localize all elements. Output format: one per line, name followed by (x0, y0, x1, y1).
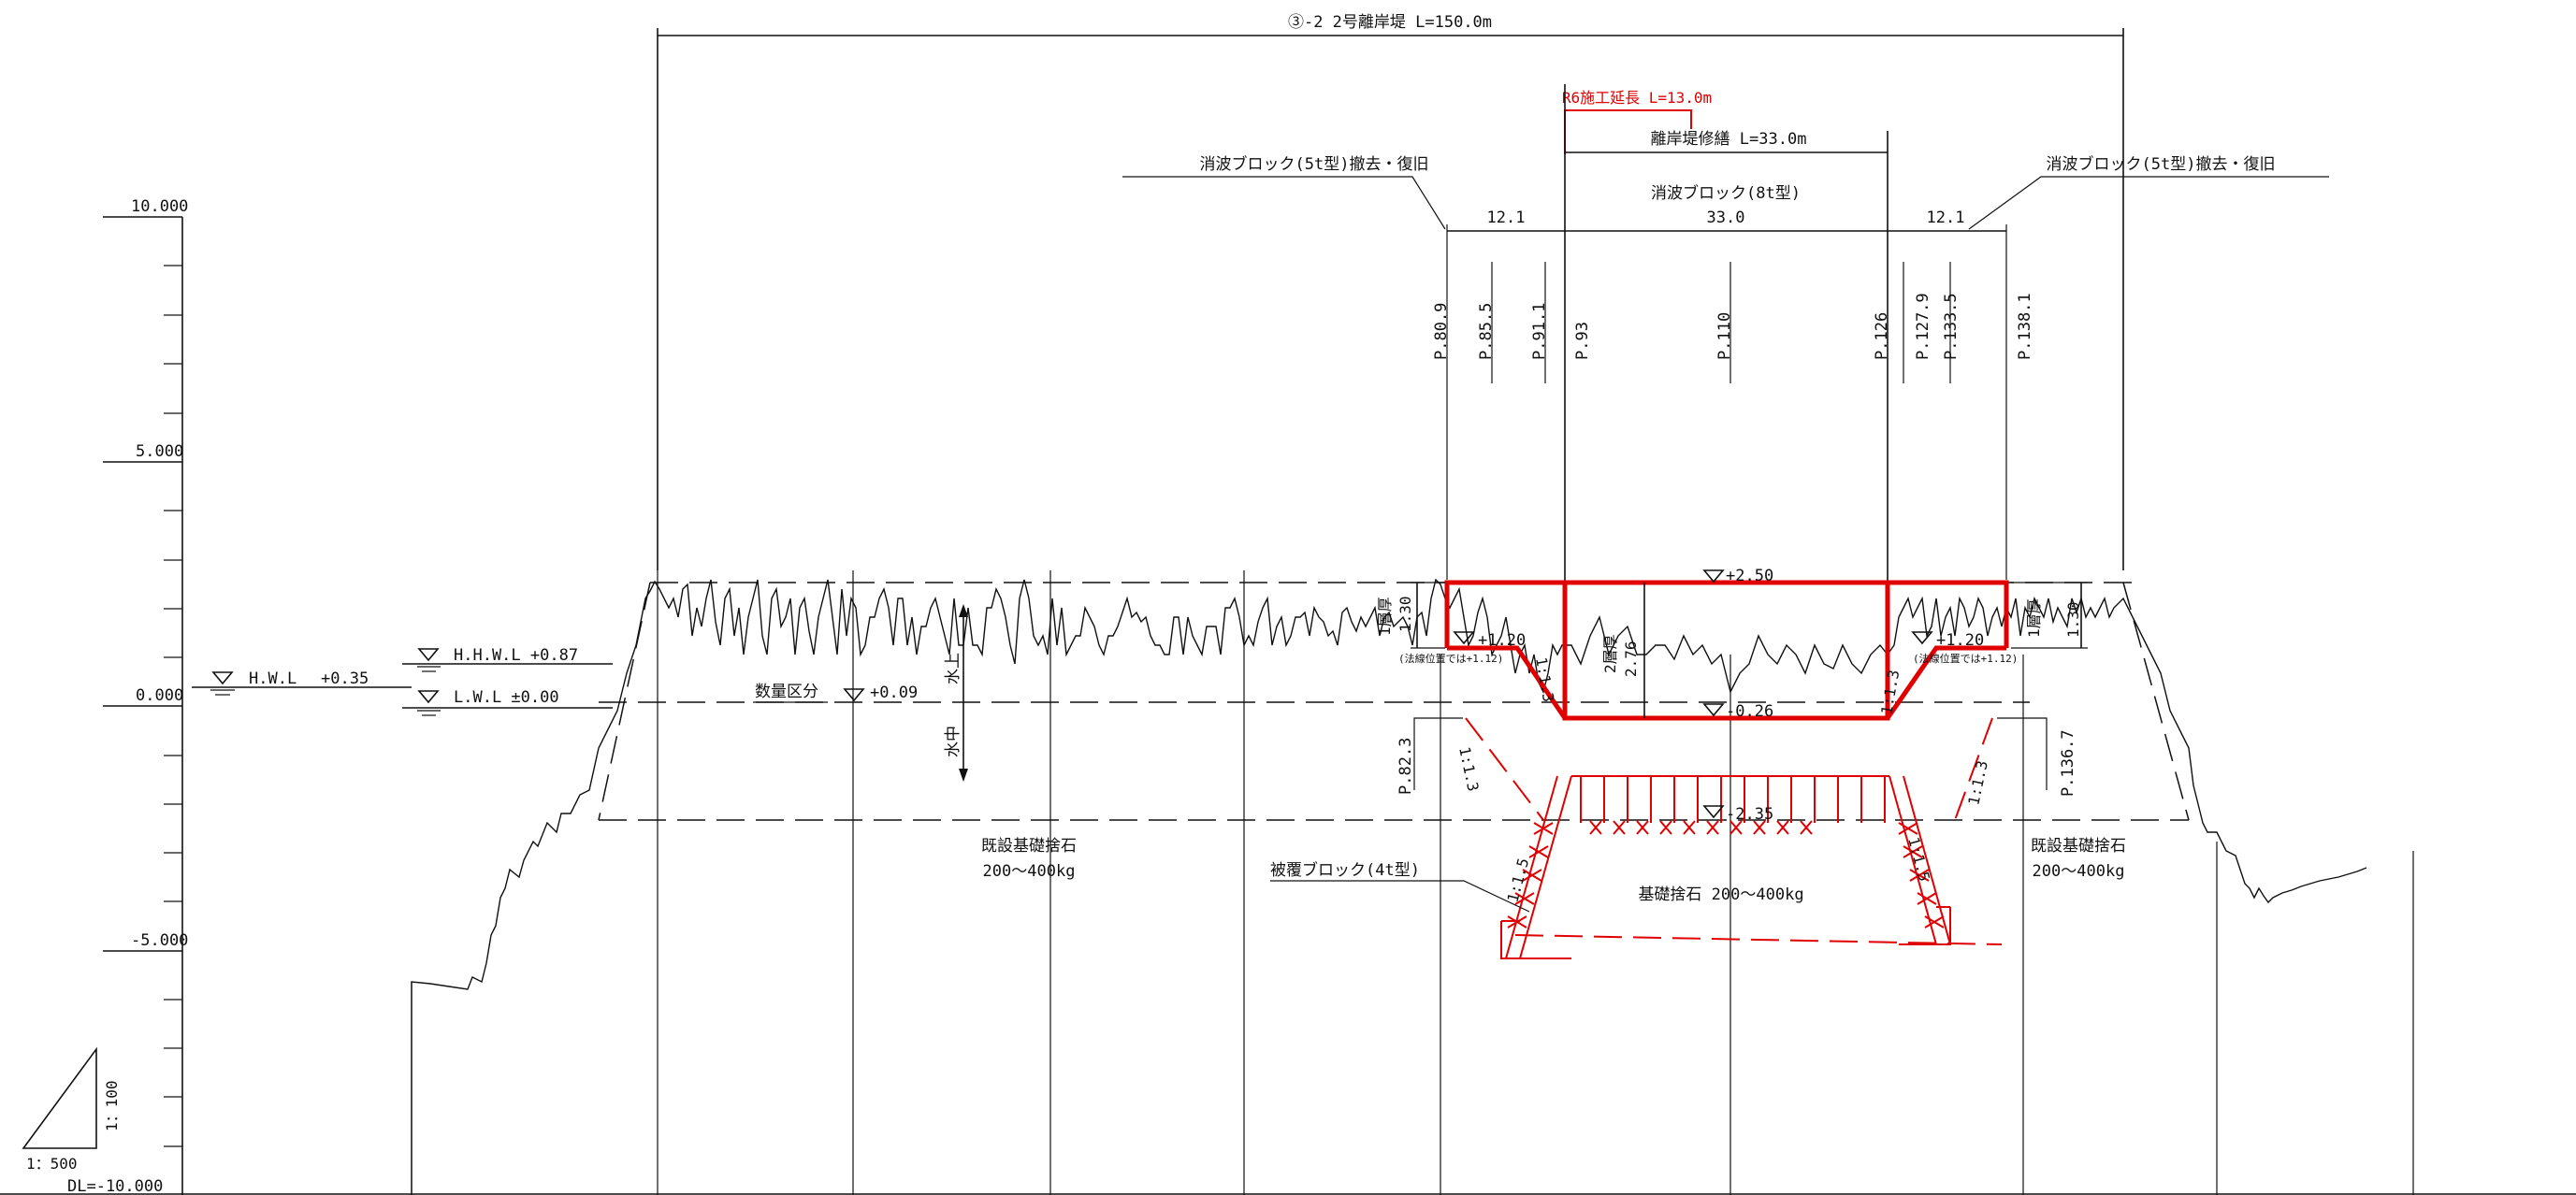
base-triangle-icon (1702, 805, 1725, 819)
cover-block-label: 被覆ブロック(4t型) (1270, 860, 1420, 880)
left-red-slope (1465, 717, 1544, 821)
dim-center: 33.0 (1707, 209, 1745, 227)
right-block-leader (1968, 176, 2329, 230)
arrow-up-icon (959, 604, 968, 617)
left-block-label: 消波ブロック(5t型)撤去・復旧 (1200, 154, 1429, 174)
existing-rubble-right: 既設基礎捨石 (2031, 837, 2126, 856)
dim-left: 12.1 (1487, 209, 1526, 227)
station-label: P.133.5 (1942, 293, 1961, 360)
bottom-red-dash (1514, 934, 2003, 945)
axis-label: -5.000 (131, 931, 188, 950)
layer2-value: 2.76 (1622, 641, 1640, 677)
cover-block-leader (1270, 880, 1530, 913)
quantity-division-value: +0.09 (870, 684, 918, 702)
r6-label: R6施工延長 L=13.0m (1562, 89, 1712, 107)
below-water-label: 水中 (944, 726, 962, 757)
left-block-leader (1122, 176, 1446, 230)
scale-vertical: 1：100 (103, 1080, 121, 1131)
station-label: P.82.3 (1397, 738, 1415, 795)
right-shoulder (1885, 645, 2006, 720)
terrain-profile (411, 578, 2367, 1195)
elev-bottom: -0.26 (1726, 702, 1773, 721)
repair-section-outline (1444, 580, 2009, 721)
station-label: P.127.9 (1914, 293, 1932, 360)
axis-label: 5.000 (136, 442, 183, 461)
hhwl-label: H.H.W.L +0.87 (454, 646, 578, 665)
slope-label: 1:1.3 (1455, 745, 1483, 793)
station-lines (1446, 84, 2007, 720)
hwl-label: H.W.L (249, 669, 297, 688)
right-shoulder-triangle-icon (1911, 631, 1933, 645)
right-dashed-slope (2122, 582, 2190, 821)
station-label: P.126 (1873, 312, 1891, 360)
quantity-triangle-icon (843, 688, 865, 702)
base-rubble-label: 基礎捨石 200～400kg (1638, 885, 1803, 904)
left-dashed-slope (598, 582, 651, 821)
lwl-triangle-icon (417, 690, 440, 704)
rubble-weight-right: 200～400kg (2033, 862, 2125, 881)
layer2-label: 2層厚 (1601, 634, 1619, 673)
rubble-weight-left: 200～400kg (983, 862, 1076, 881)
lwl-label: L.W.L ±0.00 (454, 688, 559, 707)
elev-base: -2.35 (1726, 805, 1773, 824)
slope-label: 1:1.3 (1532, 655, 1557, 703)
title-label: ③-2 2号離岸堤 L=150.0m (1288, 13, 1492, 32)
dim-right: 12.1 (1927, 209, 1965, 227)
bottom-triangle-icon (1702, 703, 1725, 717)
slope-label: 1:1.3 (1877, 669, 1903, 716)
hwl-triangle-icon (211, 671, 234, 685)
station-label: P.93 (1573, 322, 1592, 360)
rubble-x-marks (1589, 820, 1813, 835)
repair-label: 離岸堤修繕 L=33.0m (1651, 130, 1807, 149)
lower-right-leader (1997, 717, 2048, 790)
elev-shoulder-left: +1.20 (1478, 631, 1526, 650)
right-block-label: 消波ブロック(5t型)撤去・復旧 (2047, 154, 2276, 174)
existing-rubble-left: 既設基礎捨石 (981, 837, 1077, 856)
layer1-left-value: 1.30 (1397, 596, 1414, 632)
hwl-value: +0.35 (321, 669, 369, 688)
right-red-slope (1954, 717, 1993, 821)
elev-shoulder-right: +1.20 (1936, 631, 1984, 650)
station-label: P.138.1 (2016, 293, 2034, 360)
station-label: P.80.9 (1432, 303, 1451, 360)
cover-blocks-right (1889, 775, 1951, 945)
axis-label: 10.000 (131, 197, 188, 216)
shoulder-note-left: (法線位置では+1.12) (1398, 652, 1503, 665)
station-label: P.85.5 (1477, 303, 1496, 360)
left-shoulder (1447, 645, 1568, 720)
slope-label: 1:1.3 (1964, 759, 1991, 807)
elevation-axis (103, 216, 183, 1195)
elev-top: +2.50 (1726, 567, 1773, 585)
arrow-down-icon (959, 769, 968, 782)
layer1-right-label: 1層厚 (2025, 598, 2043, 638)
slope-label: 1:1.5 (1904, 835, 1933, 883)
station-label: P.110 (1715, 312, 1734, 360)
section-lines (411, 570, 2414, 1195)
layer1-left-label: 1層厚 (1376, 597, 1394, 636)
scale-horizontal: 1：500 (26, 1155, 78, 1173)
datum-label: DL=-10.000 (67, 1177, 163, 1195)
scale-triangle (22, 1046, 97, 1149)
axis-label: 0.000 (136, 686, 183, 705)
station-label: P.136.7 (2059, 729, 2077, 797)
lower-left-leader (1413, 717, 1463, 790)
cover-blocks-left (1500, 775, 1572, 959)
layer1-right-value: 1.30 (2064, 601, 2082, 638)
quantity-division-label: 数量区分 (755, 683, 818, 701)
hhwl-triangle-icon (417, 648, 440, 662)
top-triangle-icon (1702, 569, 1725, 583)
rubble-hatching (1580, 776, 1886, 823)
station-label: P.91.1 (1530, 303, 1549, 360)
above-water-label: 水上 (944, 653, 962, 684)
center-block-label: 消波ブロック(8t型) (1651, 183, 1801, 203)
shoulder-note-right: (法線位置では+1.12) (1913, 652, 2018, 665)
left-shoulder-triangle-icon (1453, 631, 1475, 645)
station-labels: P.80.9 P.85.5 P.91.1 P.93 P.110 P.126 P.… (1397, 293, 2077, 797)
